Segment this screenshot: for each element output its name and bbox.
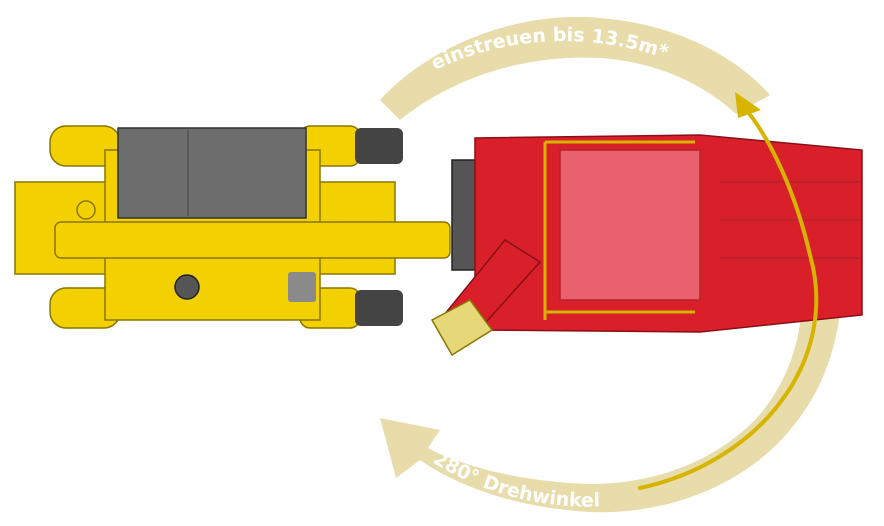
cab-roof (117, 127, 307, 219)
bale-chamber (559, 149, 701, 301)
loader-vehicle (14, 125, 451, 329)
straw-blower-attachment (430, 134, 863, 357)
telescopic-boom (54, 221, 451, 259)
rotation-arrow-icon (638, 92, 819, 490)
